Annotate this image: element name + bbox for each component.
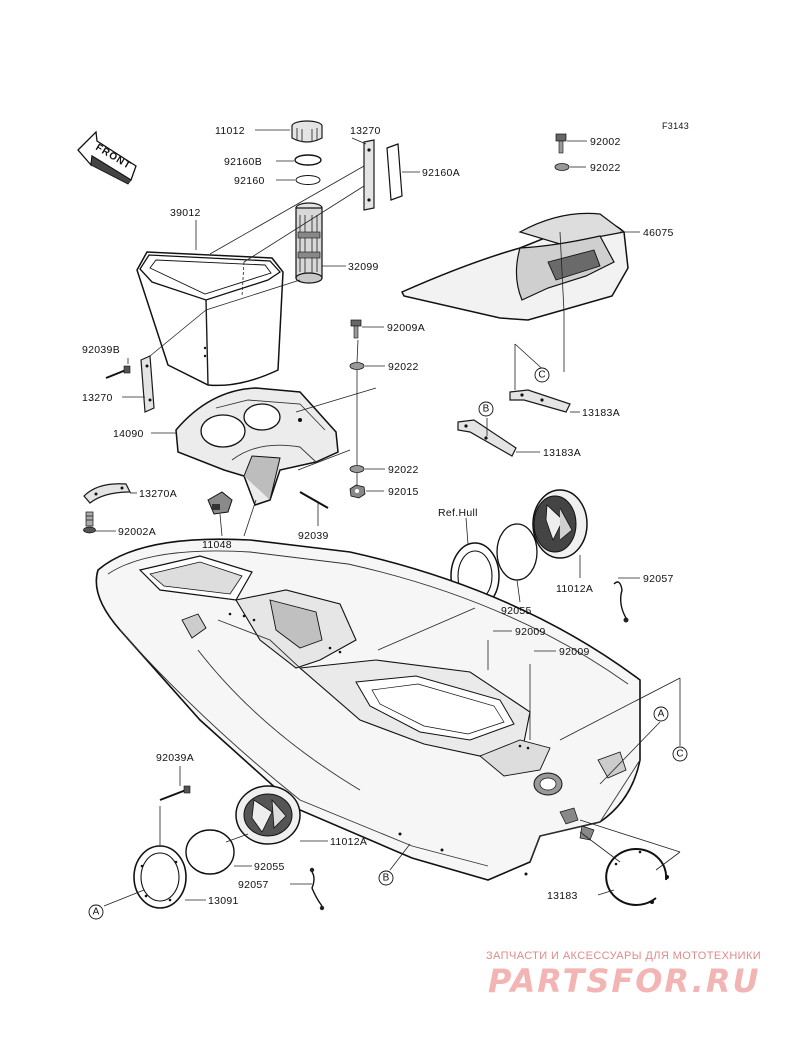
part-label: 92002	[590, 136, 621, 148]
callout-c-upper: C	[534, 367, 550, 383]
callout-a-left: A	[88, 904, 104, 920]
part-label: 92039	[298, 530, 329, 542]
part-label: 92009	[559, 646, 590, 658]
figure-code: F3143	[662, 121, 689, 131]
bolt-92039a-icon	[159, 785, 191, 801]
part-label: 13091	[208, 895, 239, 907]
part-label: 39012	[170, 207, 201, 219]
inspection-cover-left-icon	[235, 785, 301, 845]
cable-92057-right-icon	[613, 581, 627, 619]
filler-cap-icon	[291, 120, 323, 143]
bracket-11048-icon	[207, 491, 233, 515]
part-label: 92022	[590, 162, 621, 174]
part-label: 92160A	[422, 167, 460, 179]
part-label: 92057	[643, 573, 674, 585]
part-label: 11048	[202, 539, 232, 551]
part-label: 92039B	[82, 344, 120, 356]
part-label: 13270	[82, 392, 113, 404]
part-label: 92055	[501, 605, 532, 617]
part-label: 13183A	[582, 407, 620, 419]
svg-text:C: C	[676, 749, 683, 760]
washer-92022-top-icon	[554, 163, 570, 171]
part-label: 92002A	[118, 526, 156, 538]
callout-a-right: A	[653, 706, 669, 722]
part-label: 92009	[515, 626, 546, 638]
svg-text:B: B	[383, 873, 390, 884]
part-label: 13183	[547, 890, 578, 902]
part-labels: 11012 92160B 92160 13270 92160A 39012 32…	[82, 125, 674, 907]
o-ring-92055-left-icon	[185, 829, 235, 875]
svg-text:A: A	[93, 907, 100, 918]
bolt-92009a-icon	[350, 319, 362, 339]
part-label: 13183A	[543, 447, 581, 459]
callout-c-right: C	[672, 746, 688, 762]
strap-13183a-lower-icon	[457, 419, 517, 457]
part-label: 11012A	[330, 836, 367, 848]
part-label: 92055	[254, 861, 285, 873]
bolt-92039-icon	[299, 491, 329, 509]
o-ring-92055-right-icon	[496, 523, 538, 581]
part-label: 92160B	[224, 156, 262, 168]
svg-text:B: B	[483, 404, 490, 415]
seat-icon	[400, 212, 629, 321]
svg-text:A: A	[658, 709, 665, 720]
strap-13183a-upper-icon	[509, 389, 571, 413]
inspection-cover-right-icon	[532, 489, 588, 559]
gasket-92160b-icon	[294, 154, 322, 166]
part-label: 92039A	[156, 752, 194, 764]
callouts: C B A C B A	[88, 367, 688, 920]
cable-92057-left-icon	[311, 871, 323, 907]
part-label: 92022	[388, 361, 419, 373]
dash-panel-icon	[175, 387, 339, 506]
hull-icon	[95, 538, 641, 881]
part-label: 13270A	[139, 488, 177, 500]
part-label: 92009A	[387, 322, 425, 334]
strap-13270-left-icon	[140, 355, 155, 413]
gasket-92160-icon	[295, 175, 321, 185]
washer-92022-mid-icon	[349, 362, 365, 370]
watermark-logo: PARTSFOR.RU	[488, 962, 761, 1000]
ref-hull-label: Ref.Hull	[438, 507, 478, 519]
part-label: 46075	[643, 227, 674, 239]
inspection-ring-left-icon	[133, 845, 187, 909]
bolt-92039b-icon	[105, 365, 131, 379]
storage-bucket-icon	[136, 251, 284, 387]
part-label: 11012	[215, 125, 245, 137]
leader-lines	[95, 129, 681, 907]
part-label: 92160	[234, 175, 265, 187]
part-label: 14090	[113, 428, 144, 440]
bolt-92002a-icon	[83, 511, 96, 534]
watermark-tagline: ЗАПЧАСТИ И АКСЕССУАРЫ ДЛЯ МОТОТЕХНИКИ	[486, 950, 762, 962]
part-label: 92057	[238, 879, 269, 891]
front-arrow-icon: FRONT	[77, 130, 137, 185]
part-label: 32099	[348, 261, 379, 273]
washer-92022-low-icon	[349, 465, 365, 473]
bolt-92002-icon	[555, 133, 567, 154]
pad-92160a-icon	[386, 143, 403, 201]
callout-b-upper: B	[478, 401, 494, 417]
part-label: 13270	[350, 125, 381, 137]
strap-13270a-icon	[83, 483, 131, 504]
callout-b-lower: B	[378, 870, 394, 886]
nut-92015-icon	[349, 484, 366, 499]
filler-neck-icon	[295, 202, 323, 284]
svg-text:C: C	[538, 370, 545, 381]
part-label: 92015	[388, 486, 419, 498]
snap-ring-13183-icon	[605, 847, 669, 906]
part-label: 11012A	[556, 583, 593, 595]
part-label: 92022	[388, 464, 419, 476]
strap-13270-top-icon	[363, 139, 375, 211]
